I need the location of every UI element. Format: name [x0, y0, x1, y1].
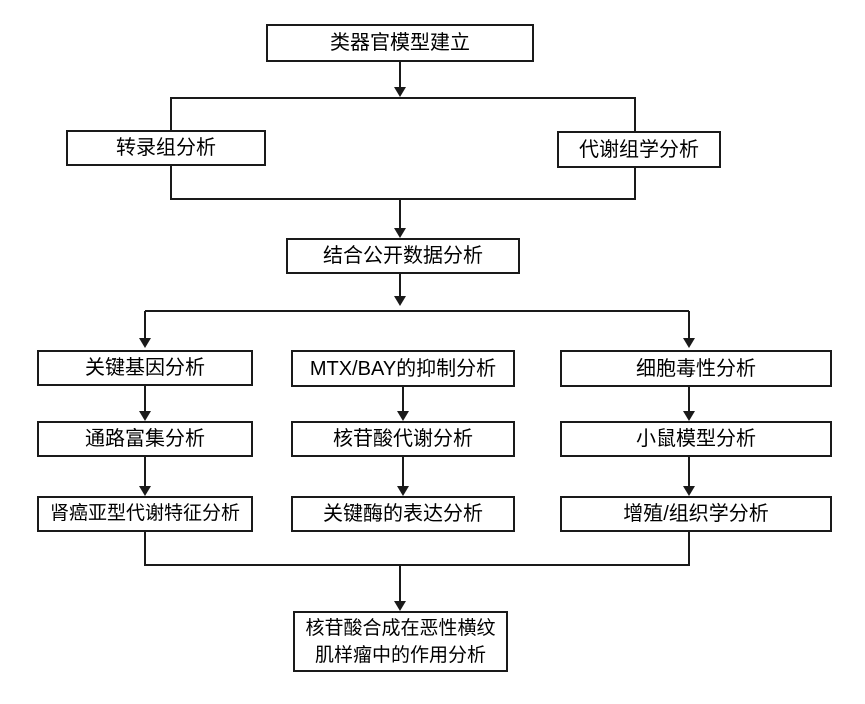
node-nucleotide-metabolism-analysis: 核苷酸代谢分析 — [291, 421, 515, 457]
arrowhead — [394, 228, 406, 238]
node-label: 类器官模型建立 — [330, 32, 470, 54]
node-label: 关键基因分析 — [85, 357, 205, 379]
node-label-line2: 肌样瘤中的作用分析 — [314, 644, 486, 666]
node-label: MTX/BAY的抑制分析 — [309, 357, 497, 380]
node-label: 代谢组学分析 — [579, 138, 699, 161]
node-key-gene-analysis: 关键基因分析 — [37, 350, 253, 386]
node-pathway-enrichment-analysis: 通路富集分析 — [37, 421, 253, 457]
arrowhead — [394, 601, 406, 611]
node-label-line1: 核苷酸合成在恶性横纹 — [305, 617, 496, 639]
node-label: 关键酶的表达分析 — [323, 503, 483, 525]
node-label: 肾癌亚型代谢特征分析 — [49, 503, 240, 524]
node-key-enzyme-expression-analysis: 关键酶的表达分析 — [291, 496, 515, 532]
node-organoid-model: 类器官模型建立 — [266, 24, 534, 62]
arrowhead — [683, 486, 695, 496]
arrowhead — [139, 486, 151, 496]
arrowhead — [139, 338, 151, 348]
node-label: 小鼠模型分析 — [636, 428, 756, 450]
node-public-data-analysis: 结合公开数据分析 — [286, 238, 520, 274]
node-label: 转录组分析 — [116, 137, 216, 159]
arrowhead — [394, 87, 406, 97]
node-final-role-analysis: 核苷酸合成在恶性横纹 肌样瘤中的作用分析 — [293, 611, 508, 672]
node-metabolomics-analysis: 代谢组学分析 — [557, 131, 721, 168]
node-label: 核苷酸代谢分析 — [333, 428, 473, 450]
node-label: 核苷酸合成在恶性横纹 肌样瘤中的作用分析 — [305, 615, 495, 669]
arrowhead — [394, 296, 406, 306]
node-mtx-bay-inhibition-analysis: MTX/BAY的抑制分析 — [291, 350, 515, 387]
node-proliferation-histology-analysis: 增殖/组织学分析 — [560, 496, 832, 532]
arrowhead — [397, 411, 409, 421]
collector-line — [144, 532, 690, 566]
node-renal-subtype-metabolic-analysis: 肾癌亚型代谢特征分析 — [37, 496, 253, 532]
node-label: 增殖/组织学分析 — [623, 503, 769, 525]
node-mouse-model-analysis: 小鼠模型分析 — [560, 421, 832, 457]
arrowhead — [397, 486, 409, 496]
node-cytotoxicity-analysis: 细胞毒性分析 — [560, 350, 832, 387]
arrowhead — [683, 411, 695, 421]
arrowhead — [683, 338, 695, 348]
node-label: 通路富集分析 — [85, 428, 205, 450]
node-label: 细胞毒性分析 — [636, 357, 756, 380]
node-label: 结合公开数据分析 — [323, 245, 483, 267]
arrowhead — [139, 411, 151, 421]
node-transcriptome-analysis: 转录组分析 — [66, 130, 266, 166]
